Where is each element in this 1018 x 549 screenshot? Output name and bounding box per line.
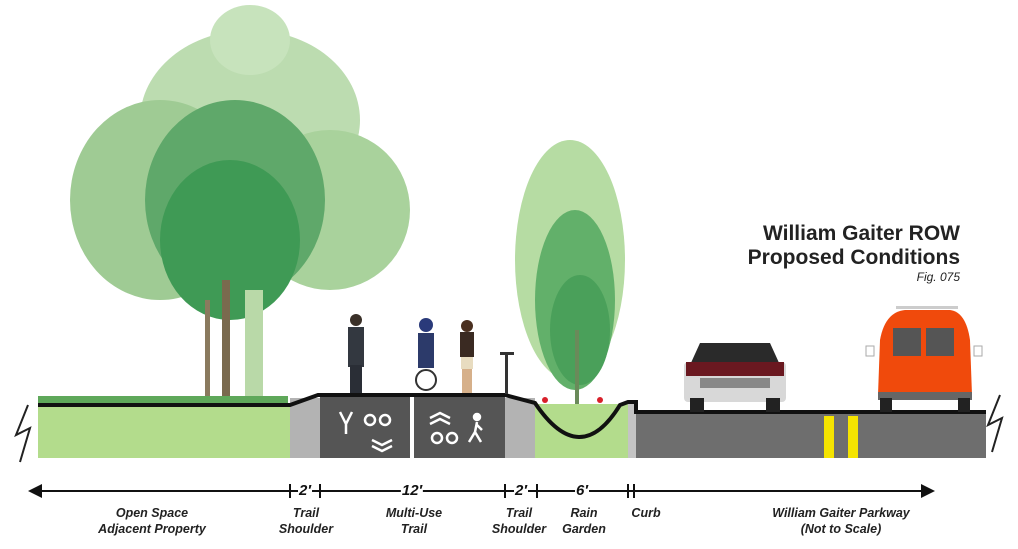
curb bbox=[628, 404, 636, 458]
ground-profile bbox=[38, 393, 986, 439]
dim-trail-shoulder-right: 2′ bbox=[514, 482, 528, 499]
trail-shoulder-left bbox=[290, 398, 320, 458]
diagram-title: William Gaiter ROW Proposed Conditions bbox=[748, 222, 960, 270]
label-line: Shoulder bbox=[491, 522, 547, 536]
label-line: Adjacent Property bbox=[98, 522, 206, 536]
title-line-1: William Gaiter ROW bbox=[762, 222, 960, 245]
rain-garden-tree bbox=[515, 140, 625, 413]
label-line: Garden bbox=[562, 522, 606, 536]
dim-trail-shoulder-left: 2′ bbox=[298, 482, 312, 499]
label-parkway: William Gaiter Parkway (Not to Scale) bbox=[772, 505, 909, 537]
label-line: Trail bbox=[400, 522, 428, 536]
open-space-ground bbox=[38, 404, 290, 458]
trail-centerline bbox=[410, 396, 414, 458]
label-line: (Not to Scale) bbox=[800, 522, 882, 536]
label-line: Multi-Use bbox=[385, 506, 443, 520]
label-line: Shoulder bbox=[278, 522, 334, 536]
dim-multi-use-trail: 12′ bbox=[400, 482, 424, 499]
trail-shoulder-right bbox=[505, 398, 535, 458]
break-mark-left bbox=[14, 404, 32, 463]
sedan-car bbox=[684, 343, 786, 412]
figure-number: Fig. 075 bbox=[916, 270, 960, 284]
label-line: Open Space bbox=[115, 506, 189, 520]
label-line: William Gaiter Parkway bbox=[772, 506, 910, 520]
label-line: Rain bbox=[570, 506, 598, 520]
label-line: Trail bbox=[292, 506, 320, 520]
pedestrians-and-cyclist bbox=[348, 314, 514, 394]
yellow-stripe bbox=[848, 416, 858, 458]
bike-symbols bbox=[338, 411, 483, 453]
label-line: Curb bbox=[631, 506, 661, 520]
dimension-line bbox=[28, 484, 935, 498]
label-line: Trail bbox=[505, 506, 533, 520]
orange-van bbox=[865, 306, 983, 412]
title-line-2: Proposed Conditions bbox=[747, 246, 960, 269]
large-tree bbox=[70, 5, 410, 400]
label-curb: Curb bbox=[631, 505, 660, 521]
grass-top bbox=[38, 396, 288, 404]
dim-rain-garden: 6′ bbox=[575, 482, 589, 499]
road bbox=[636, 412, 986, 458]
yellow-stripe bbox=[824, 416, 834, 458]
break-mark-right bbox=[986, 394, 1004, 453]
